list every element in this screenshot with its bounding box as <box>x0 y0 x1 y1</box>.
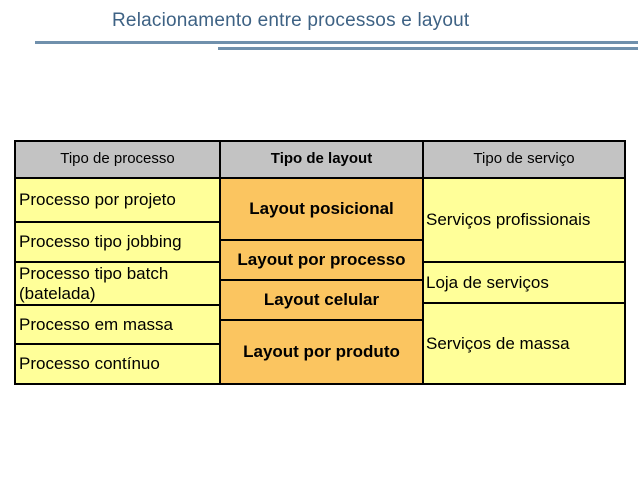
cell-processo-continuo: Processo contínuo <box>14 343 221 385</box>
cell-layout-por-processo: Layout por processo <box>219 239 424 281</box>
header-tipo-de-servico: Tipo de serviço <box>422 140 626 179</box>
column-tipo-de-layout: Tipo de layout Layout posicional Layout … <box>219 140 424 385</box>
cell-layout-celular: Layout celular <box>219 279 424 321</box>
cell-processo-por-projeto: Processo por projeto <box>14 177 221 223</box>
cell-servicos-profissionais: Serviços profissionais <box>422 177 626 263</box>
process-layout-table: Tipo de processo Processo por projeto Pr… <box>14 140 626 385</box>
cell-processo-tipo-batch: Processo tipo batch (batelada) <box>14 261 221 306</box>
cell-processo-em-massa: Processo em massa <box>14 304 221 345</box>
slide-title: Relacionamento entre processos e layout <box>112 10 470 31</box>
cell-servicos-de-massa: Serviços de massa <box>422 302 626 385</box>
cell-layout-por-produto: Layout por produto <box>219 319 424 385</box>
title-underline-primary <box>35 41 638 44</box>
column-tipo-de-processo: Tipo de processo Processo por projeto Pr… <box>14 140 221 385</box>
column-tipo-de-servico: Tipo de serviço Serviços profissionais L… <box>422 140 626 385</box>
header-tipo-de-layout: Tipo de layout <box>219 140 424 179</box>
cell-processo-tipo-jobbing: Processo tipo jobbing <box>14 221 221 263</box>
header-tipo-de-processo: Tipo de processo <box>14 140 221 179</box>
cell-loja-de-servicos: Loja de serviços <box>422 261 626 304</box>
cell-layout-posicional: Layout posicional <box>219 177 424 241</box>
title-underline-secondary <box>218 47 638 50</box>
